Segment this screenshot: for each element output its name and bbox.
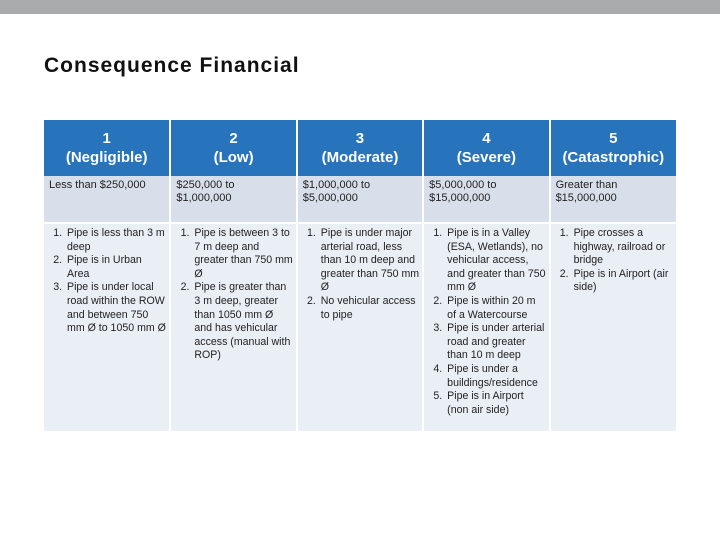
criteria-cell: Pipe is less than 3 m deep Pipe is in Ur…	[44, 223, 172, 431]
consequence-table: 1 (Negligible) 2 (Low) 3 (Moderate) 4 (S…	[44, 120, 676, 431]
header-row: 1 (Negligible) 2 (Low) 3 (Moderate) 4 (S…	[44, 120, 676, 176]
criteria-list: Pipe is under major arterial road, less …	[302, 227, 419, 322]
header-number: 4	[482, 130, 491, 147]
cost-range-cell: $5,000,000 to $15,000,000	[423, 176, 551, 224]
cost-range-cell: Greater than $15,000,000	[549, 176, 676, 224]
header-label: (Catastrophic)	[562, 149, 665, 166]
list-item: Pipe is in Airport (non air side)	[445, 390, 545, 417]
cost-range-row: Less than $250,000 $250,000 to $1,000,00…	[44, 176, 676, 224]
cost-range-cell: Less than $250,000	[44, 176, 172, 224]
list-item: Pipe is under arterial road and greater …	[445, 322, 545, 363]
criteria-list: Pipe is between 3 to 7 m deep and greate…	[175, 227, 292, 363]
header-label: (Negligible)	[65, 149, 148, 166]
criteria-row: Pipe is less than 3 m deep Pipe is in Ur…	[44, 223, 676, 431]
header-catastrophic: 5 (Catastrophic)	[549, 120, 676, 176]
list-item: Pipe crosses a highway, railroad or brid…	[572, 227, 673, 268]
header-number: 3	[355, 130, 365, 147]
criteria-cell: Pipe is in a Valley (ESA, Wetlands), no …	[423, 223, 551, 431]
criteria-list: Pipe crosses a highway, railroad or brid…	[555, 227, 673, 295]
cost-range-cell: $250,000 to $1,000,000	[170, 176, 298, 224]
header-moderate: 3 (Moderate)	[296, 120, 425, 176]
criteria-list: Pipe is less than 3 m deep Pipe is in Ur…	[48, 227, 166, 336]
criteria-cell: Pipe is under major arterial road, less …	[296, 223, 425, 431]
list-item: Pipe is under a buildings/residence	[445, 363, 545, 390]
header-low: 2 (Low)	[170, 120, 298, 176]
header-number: 2	[229, 130, 238, 147]
list-item: Pipe is within 20 m of a Watercourse	[445, 295, 545, 322]
list-item: No vehicular access to pipe	[319, 295, 419, 322]
cost-range-cell: $1,000,000 to $5,000,000	[296, 176, 425, 224]
list-item: Pipe is under local road within the ROW …	[65, 281, 166, 335]
list-item: Pipe is greater than 3 m deep, greater t…	[192, 281, 292, 363]
header-label: (Severe)	[456, 149, 516, 166]
header-number: 1	[102, 130, 111, 147]
criteria-cell: Pipe is between 3 to 7 m deep and greate…	[170, 223, 298, 431]
list-item: Pipe is in a Valley (ESA, Wetlands), no …	[445, 227, 545, 295]
list-item: Pipe is between 3 to 7 m deep and greate…	[192, 227, 292, 281]
criteria-list: Pipe is in a Valley (ESA, Wetlands), no …	[428, 227, 545, 417]
header-number: 5	[609, 130, 618, 147]
header-label: (Moderate)	[321, 149, 399, 166]
header-label: (Low)	[213, 149, 254, 166]
list-item: Pipe is less than 3 m deep	[65, 227, 166, 254]
list-item: Pipe is in Airport (air side)	[572, 268, 673, 295]
list-item: Pipe is in Urban Area	[65, 254, 166, 281]
top-bar	[0, 0, 720, 14]
header-negligible: 1 (Negligible)	[44, 120, 172, 176]
header-severe: 4 (Severe)	[423, 120, 551, 176]
list-item: Pipe is under major arterial road, less …	[319, 227, 419, 295]
slide-title: Consequence Financial	[44, 54, 300, 77]
criteria-cell: Pipe crosses a highway, railroad or brid…	[549, 223, 676, 431]
